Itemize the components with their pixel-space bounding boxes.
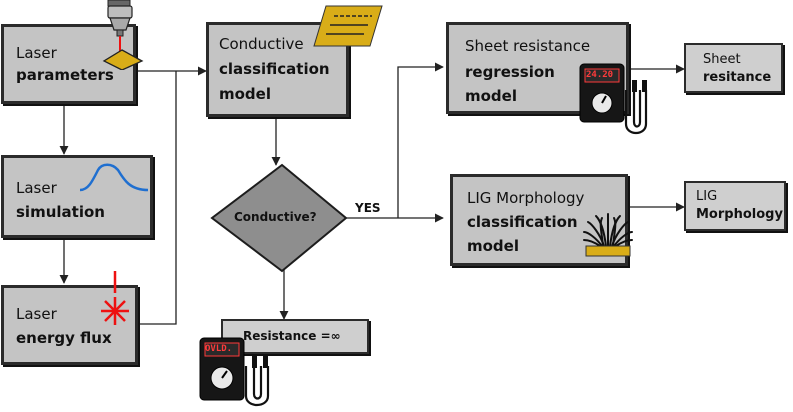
multimeter-overload-icon xyxy=(199,337,270,407)
decision-diamond xyxy=(210,163,348,273)
box-line-bold: model xyxy=(219,85,271,103)
laser-beam-icon xyxy=(101,271,129,325)
multimeter-icon xyxy=(579,63,648,135)
box-line: Laser xyxy=(16,44,57,62)
box-line-bold: simulation xyxy=(16,203,105,221)
box-line-bold: classification xyxy=(219,60,330,78)
line-flux-to-model xyxy=(138,71,177,325)
arrow-yes-to-sheet xyxy=(397,62,444,218)
lig-morphology-classification-model-box: LIG Morphology classification model xyxy=(450,174,628,266)
box-line-bold: classification xyxy=(467,213,578,231)
material-sheet-icon xyxy=(313,5,383,47)
laser-head-icon xyxy=(102,0,144,70)
multimeter-reading: 24.20 xyxy=(586,70,614,80)
decision-label: Conductive? xyxy=(234,210,317,224)
output-line-bold: Morphology xyxy=(696,207,783,222)
box-line-bold: energy flux xyxy=(16,329,112,347)
laser-parameters-box: Laser parameters xyxy=(1,24,136,104)
pulse-curve-icon xyxy=(79,163,149,192)
box-line: Laser xyxy=(16,179,57,197)
box-line: Laser xyxy=(16,305,57,323)
box-line-bold: parameters xyxy=(16,66,114,84)
laser-simulation-box: Laser simulation xyxy=(1,155,153,238)
box-line: Sheet resistance xyxy=(465,37,591,55)
lig-fibers-icon xyxy=(583,213,633,257)
resistance-label: Resistance =∞ xyxy=(243,329,341,343)
box-line-bold: model xyxy=(465,87,517,105)
box-line: Conductive xyxy=(219,35,304,53)
yes-label: YES xyxy=(355,201,381,215)
overload-reading: OVLD. xyxy=(205,344,233,354)
resistance-infinite-box: Resistance =∞ xyxy=(221,319,369,354)
lig-morphology-output-box: LIG Morphology xyxy=(684,181,786,231)
box-line: LIG Morphology xyxy=(467,189,585,207)
output-line: LIG xyxy=(696,189,718,204)
sheet-resistance-output-box: Sheet resitance xyxy=(684,43,783,93)
output-line: Sheet xyxy=(703,52,741,67)
box-line-bold: model xyxy=(467,237,519,255)
output-line-bold: resitance xyxy=(703,70,772,85)
box-line-bold: regression xyxy=(465,63,555,81)
